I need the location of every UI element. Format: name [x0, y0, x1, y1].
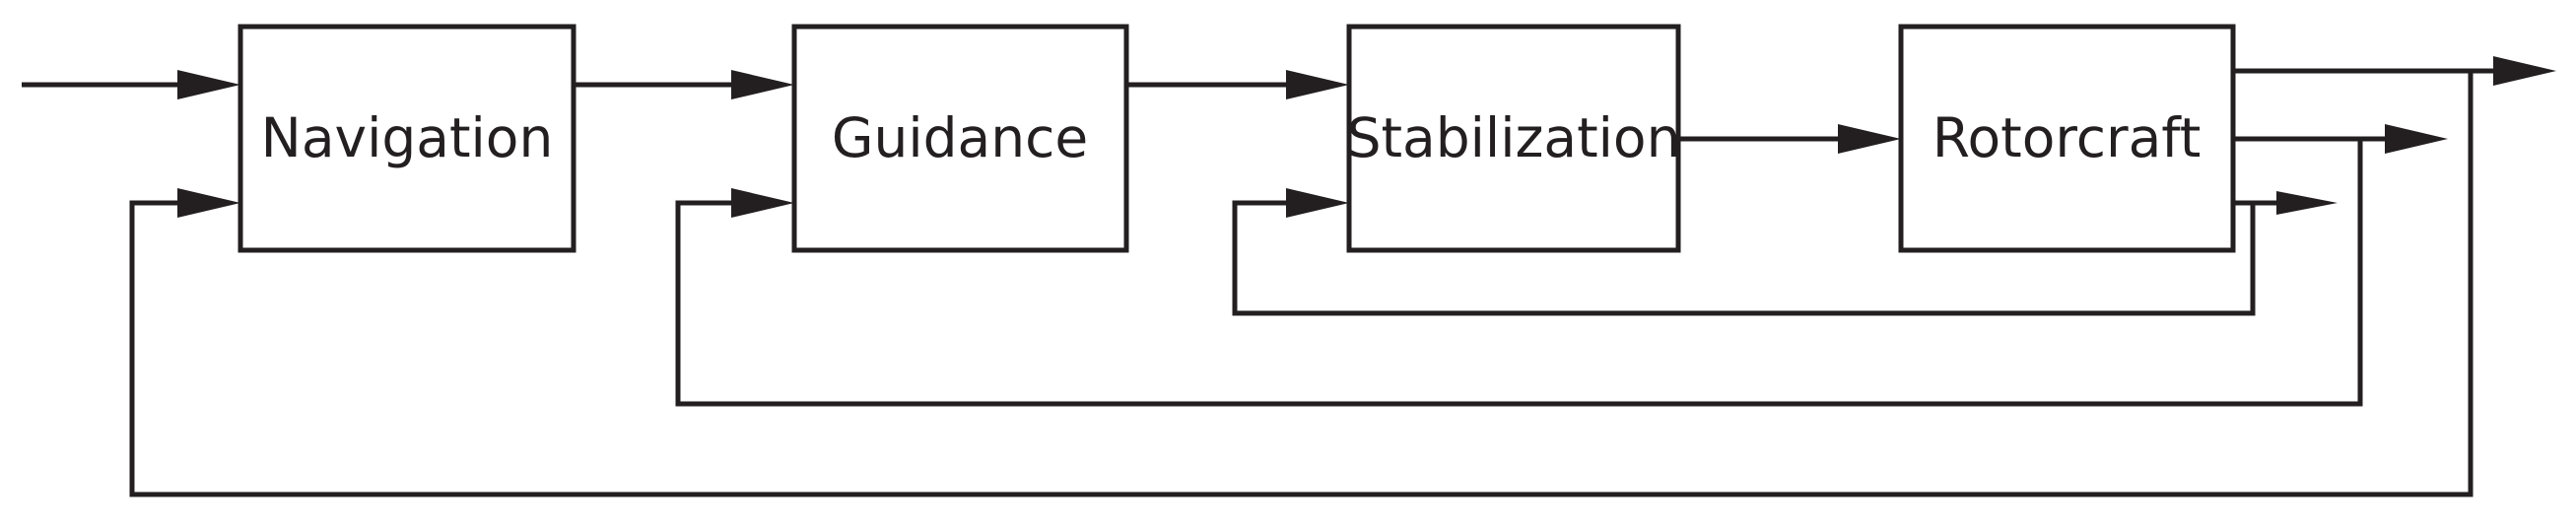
- arrowhead-guidance-to-stabilization: [1286, 70, 1349, 99]
- navigation-feedback-wire: [129, 71, 2474, 497]
- guidance-box: [791, 24, 1129, 253]
- navigation-box: [237, 24, 576, 253]
- block-stabilization: Stabilization: [1346, 24, 1681, 253]
- block-rotorcraft: Rotorcraft: [1898, 24, 2236, 253]
- arrowhead-output-bottom: [2276, 191, 2338, 215]
- stabilization-feedback-wire: [1232, 200, 2256, 316]
- arrowhead-guidance-feedback: [731, 188, 794, 218]
- arrowhead-navigation-feedback: [177, 188, 240, 218]
- rotorcraft-label: Rotorcraft: [1932, 106, 2202, 169]
- arrowhead-stabilization-feedback: [1286, 188, 1349, 218]
- block-guidance: Guidance: [791, 24, 1129, 253]
- block-navigation: Navigation: [237, 24, 576, 253]
- arrowhead-output-middle: [2385, 124, 2448, 154]
- stabilization-box: [1346, 24, 1681, 253]
- guidance-label: Guidance: [832, 106, 1088, 169]
- arrowheads: [177, 56, 2556, 218]
- arrowhead-navigation-to-guidance: [731, 70, 794, 99]
- rotorcraft-box: [1898, 24, 2236, 253]
- wires: [22, 68, 2493, 497]
- arrowhead-input: [177, 70, 240, 99]
- navigation-label: Navigation: [261, 106, 554, 169]
- stabilization-label: Stabilization: [1347, 106, 1681, 169]
- guidance-feedback-wire: [675, 139, 2363, 407]
- arrowhead-output-top: [2493, 56, 2556, 86]
- arrowhead-stabilization-to-rotorcraft: [1838, 124, 1901, 154]
